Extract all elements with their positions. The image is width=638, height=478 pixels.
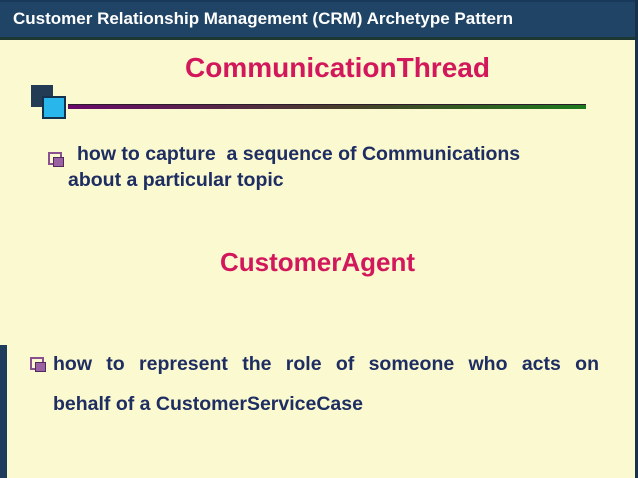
square-bullet-icon xyxy=(48,152,64,167)
slide-header-band: Customer Relationship Management (CRM) A… xyxy=(0,0,638,40)
bullet-line: behalf of a CustomerServiceCase xyxy=(53,393,363,415)
header-title: Customer Relationship Management (CRM) A… xyxy=(13,9,513,28)
bullet-item-customer-agent: how to represent the role of someone who… xyxy=(53,344,599,424)
bullet-item-communication-thread: how to capture a sequence of Communicati… xyxy=(68,141,568,193)
right-edge-decoration xyxy=(635,0,638,478)
bullet-line: how to represent the role of someone who… xyxy=(53,353,599,375)
slide-title: CommunicationThread xyxy=(185,52,490,83)
bullet-fill xyxy=(53,157,64,167)
light-blue-square-decoration xyxy=(42,96,66,119)
square-bullet-icon xyxy=(30,357,46,372)
left-bar-decoration xyxy=(0,345,7,478)
bullet-fill xyxy=(35,362,46,372)
gradient-divider-line xyxy=(68,104,586,109)
bullet-line: how to capture a sequence of Communicati… xyxy=(77,143,521,165)
slide-subtitle: CustomerAgent xyxy=(219,247,415,277)
bullet-line: about a particular topic xyxy=(68,169,284,191)
